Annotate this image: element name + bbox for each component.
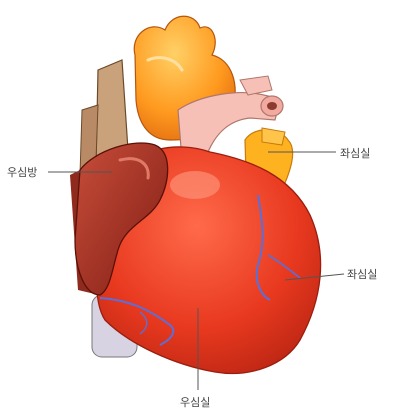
label-right-atrium: 우심방 bbox=[7, 164, 37, 180]
label-left-ventricle: 좌심실 bbox=[347, 266, 377, 282]
label-right-ventricle: 우심실 bbox=[180, 394, 210, 410]
label-left-atrium: 좌심실 bbox=[340, 145, 370, 161]
